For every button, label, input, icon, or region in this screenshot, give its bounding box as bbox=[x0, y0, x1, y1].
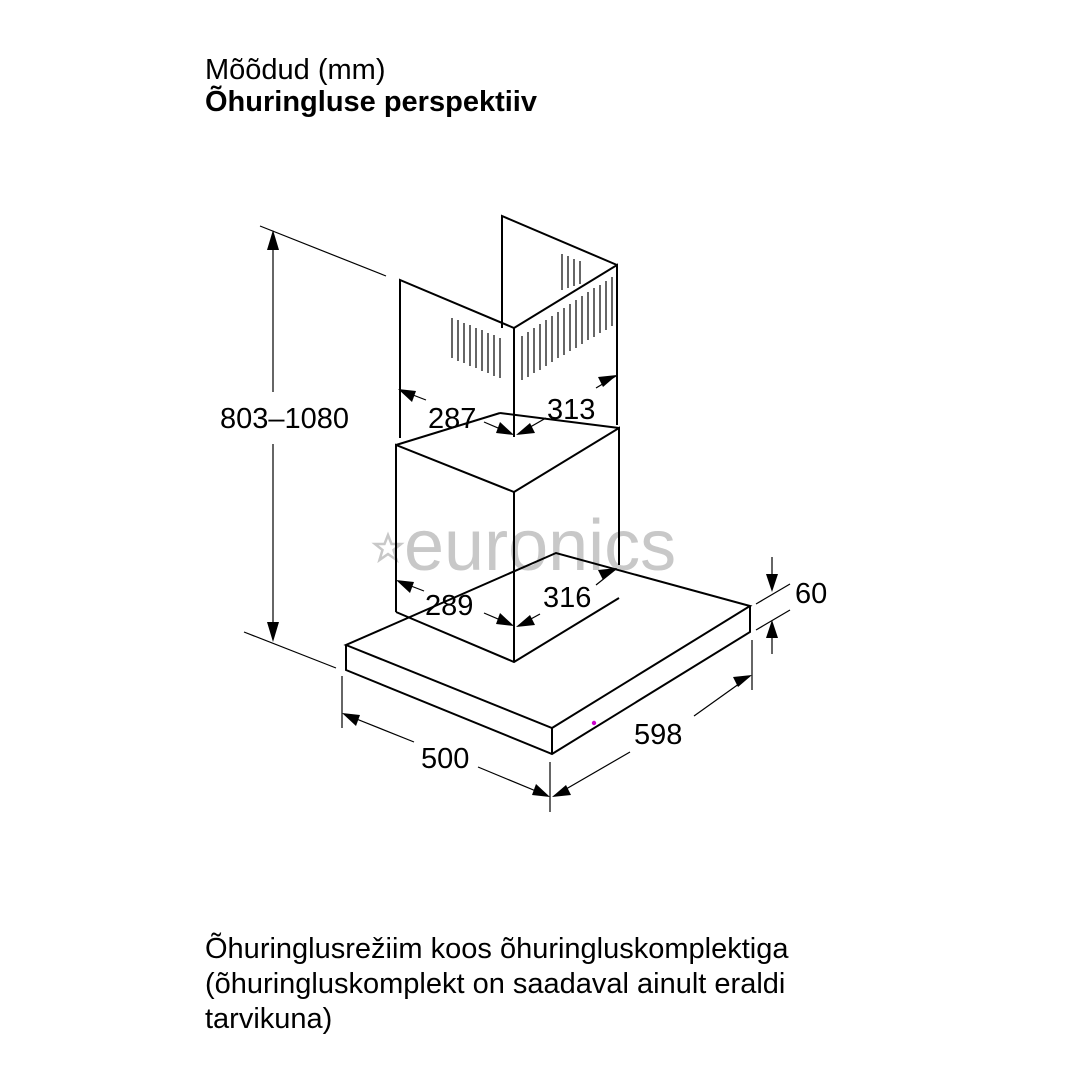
lower-chimney bbox=[395, 412, 620, 664]
upper-right-width-label: 313 bbox=[547, 394, 595, 426]
upper-left-width-label: 287 bbox=[428, 403, 476, 435]
lower-left-width-label: 289 bbox=[425, 590, 473, 622]
lower-left-width-dimension: 289 bbox=[396, 580, 514, 626]
canopy bbox=[343, 551, 753, 756]
height-dimension: 803–1080 bbox=[220, 225, 387, 669]
heading: Mõõdud (mm) Õhuringluse perspektiiv bbox=[205, 54, 537, 118]
upper-right-width-dimension: 313 bbox=[516, 375, 617, 435]
upper-left-width-dimension: 287 bbox=[398, 389, 514, 435]
star-icon bbox=[373, 533, 403, 562]
canopy-width-dimension: 598 bbox=[552, 640, 753, 797]
vent-slots-left bbox=[451, 318, 501, 378]
footer-line-1: Õhuringlusrežiim koos õhuringluskomplekt… bbox=[205, 933, 789, 965]
footer-line-2: (õhuringluskomplekt on saadaval ainult e… bbox=[205, 968, 786, 1000]
canopy-thickness-label: 60 bbox=[795, 578, 827, 610]
vent-slots-right bbox=[521, 254, 613, 380]
upper-chimney bbox=[399, 214, 618, 438]
canopy-width-label: 598 bbox=[634, 719, 682, 751]
canopy-thickness-dimension: 60 bbox=[755, 557, 827, 654]
footer-line-3: tarvikuna) bbox=[205, 1003, 333, 1035]
canopy-depth-dimension: 500 bbox=[341, 676, 551, 812]
drawing-subtitle: Mõõdud (mm) bbox=[205, 54, 386, 86]
lower-right-width-label: 316 bbox=[543, 582, 591, 614]
footer-note: Õhuringlusrežiim koos õhuringluskomplekt… bbox=[205, 932, 1065, 1037]
indicator-dot bbox=[591, 720, 597, 726]
drawing-title: Õhuringluse perspektiiv bbox=[205, 86, 537, 118]
height-label: 803–1080 bbox=[220, 403, 349, 435]
lower-right-width-dimension: 316 bbox=[516, 568, 617, 627]
canopy-depth-label: 500 bbox=[421, 743, 469, 775]
